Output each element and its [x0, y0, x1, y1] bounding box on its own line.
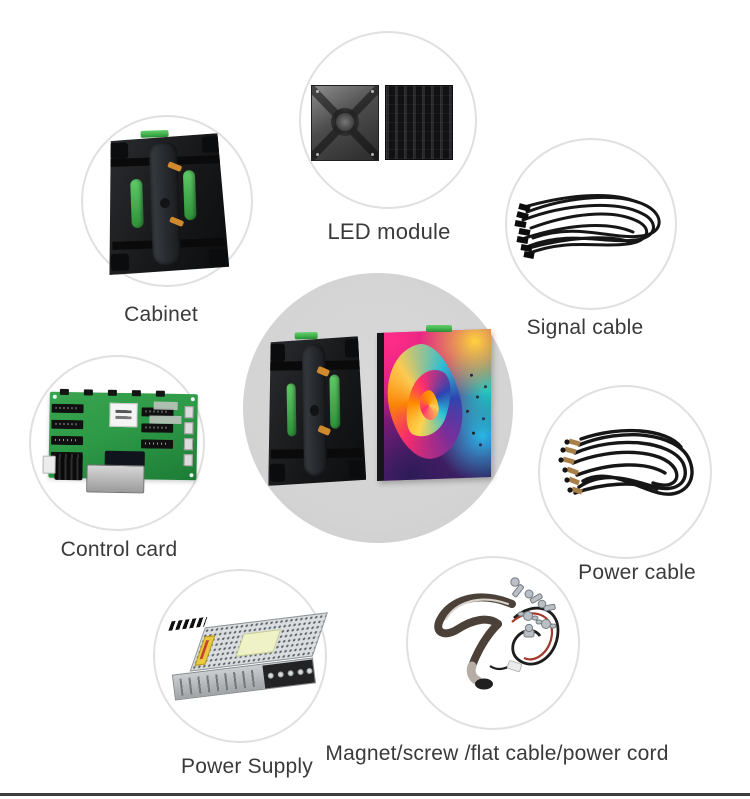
magnet-kit-label: Magnet/screw /flat cable/power cord — [325, 742, 669, 765]
connector — [141, 423, 174, 433]
network-port — [86, 464, 145, 494]
edge-connector — [184, 406, 194, 419]
heatsink — [54, 453, 83, 481]
cabinet-corner — [345, 339, 360, 357]
terminal-screw — [267, 672, 275, 680]
cabinet-spine — [302, 344, 327, 476]
power-cable-circle — [538, 385, 712, 559]
pad — [149, 415, 182, 425]
cabinet-handle — [130, 179, 144, 229]
pcb-clip — [59, 388, 69, 396]
control-card-image — [42, 388, 198, 497]
led-module-front-image — [385, 85, 453, 160]
cabinet-handle — [183, 170, 197, 220]
pcb-clip — [131, 390, 141, 397]
cabinet-handle — [329, 375, 340, 428]
cabinet-connector-strip — [295, 331, 318, 340]
edge-connector — [183, 438, 194, 451]
magnet-kit-circle — [406, 556, 580, 730]
terminal-block — [262, 659, 315, 689]
control-card-circle — [29, 355, 205, 531]
screw-dot — [371, 153, 374, 156]
cabinet-corner — [270, 343, 285, 361]
led-module-circle — [299, 31, 477, 209]
module-center-ring — [331, 108, 359, 137]
center-cabinet-front-image — [377, 329, 491, 481]
screw-hole — [52, 394, 57, 399]
terminal-fins — [168, 617, 208, 631]
cabinet-body — [105, 133, 230, 275]
connector — [51, 403, 84, 414]
cabinet-connector-strip — [140, 129, 169, 138]
pcb-clip — [83, 389, 93, 396]
screw-hole — [190, 397, 195, 402]
terminal-screw — [306, 667, 313, 675]
terminal-screw — [287, 669, 294, 677]
pcb-clip — [107, 389, 117, 396]
cabinet-corner — [270, 463, 285, 481]
center-cabinet-back-image — [266, 331, 367, 486]
cabinet-corner — [349, 461, 364, 479]
led-module-back-image — [311, 85, 379, 161]
cabinet-handle — [286, 383, 297, 436]
pcb-clip — [155, 390, 165, 397]
led-module-label: LED module — [327, 219, 451, 244]
pad — [153, 401, 178, 410]
chip — [109, 402, 138, 428]
screw-hole — [189, 473, 194, 478]
bottom-divider — [0, 793, 750, 796]
edge-connector — [184, 422, 194, 435]
cabinet-connector-strip — [426, 325, 452, 332]
control-card-label: Control card — [60, 538, 178, 561]
warning-label — [194, 635, 216, 666]
connector — [140, 439, 174, 449]
terminal-screw — [277, 671, 285, 678]
vent-slots — [179, 669, 259, 696]
power-cable-label: Power cable — [578, 561, 696, 584]
cabinet-image — [105, 129, 230, 275]
cabinet-corner — [110, 142, 129, 159]
cabinet-corner — [208, 249, 227, 266]
cabinet-circle — [81, 115, 253, 287]
cabinet-corner — [111, 254, 130, 271]
screw-dot — [316, 90, 319, 93]
cabinet-spine — [149, 142, 181, 266]
magnet-kit-image — [434, 577, 560, 690]
screw-dot — [316, 153, 319, 156]
terminal-screw — [297, 668, 304, 676]
spec-sticker — [235, 629, 282, 657]
cabinet-body — [266, 336, 367, 486]
power-cable-image — [558, 428, 694, 496]
cabinet-corner — [202, 136, 221, 153]
white-connector — [42, 455, 56, 474]
screen-art-dots — [469, 374, 473, 378]
power-supply-image — [163, 602, 328, 723]
power-supply-label: Power Supply — [181, 755, 313, 778]
center-circle — [243, 273, 513, 543]
power-supply-circle — [153, 569, 328, 743]
signal-cable-circle — [505, 138, 677, 310]
edge-connector — [183, 454, 193, 467]
connector — [50, 435, 84, 446]
connector — [51, 419, 84, 430]
signal-cable-image — [514, 193, 661, 259]
cabinet-label: Cabinet — [124, 303, 198, 326]
screw-dot — [371, 90, 374, 93]
signal-cable-label: Signal cable — [526, 316, 644, 339]
